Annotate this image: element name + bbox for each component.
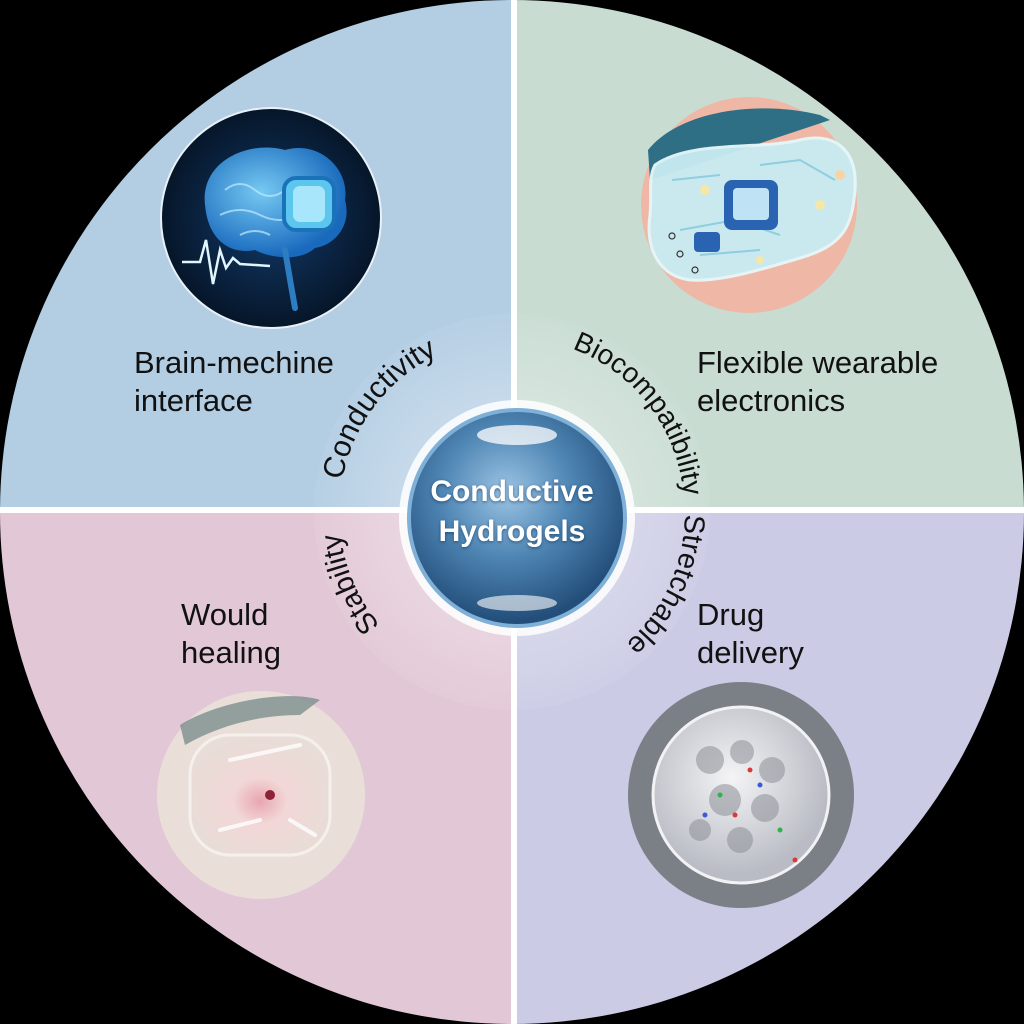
center-title-line1: Conductive (430, 475, 594, 508)
hydrogel-sphere-icon (628, 682, 854, 908)
app-label-line2: healing (181, 635, 281, 670)
app-label-line1: Brain-mechine (134, 345, 334, 380)
app-label-line1: Flexible wearable (697, 345, 939, 380)
app-label-line2: delivery (697, 635, 804, 670)
wound-dressing-icon (157, 691, 365, 899)
app-label-drug-delivery: Drug delivery (697, 596, 804, 672)
center-title-line2: Hydrogels (438, 515, 586, 548)
app-label-wound-healing: Would healing (181, 596, 281, 672)
center-hydrogel-sphere (399, 400, 635, 636)
brain-icon (160, 107, 382, 329)
app-label-brain-machine: Brain-mechine interface (134, 344, 334, 420)
app-label-line2: electronics (697, 383, 846, 418)
app-label-wearable: Flexible wearable electronics (697, 344, 938, 420)
app-label-line1: Drug (697, 597, 765, 632)
app-label-line1: Would (181, 597, 269, 632)
app-label-line2: interface (134, 383, 253, 418)
wearable-circuit-icon (641, 97, 857, 313)
